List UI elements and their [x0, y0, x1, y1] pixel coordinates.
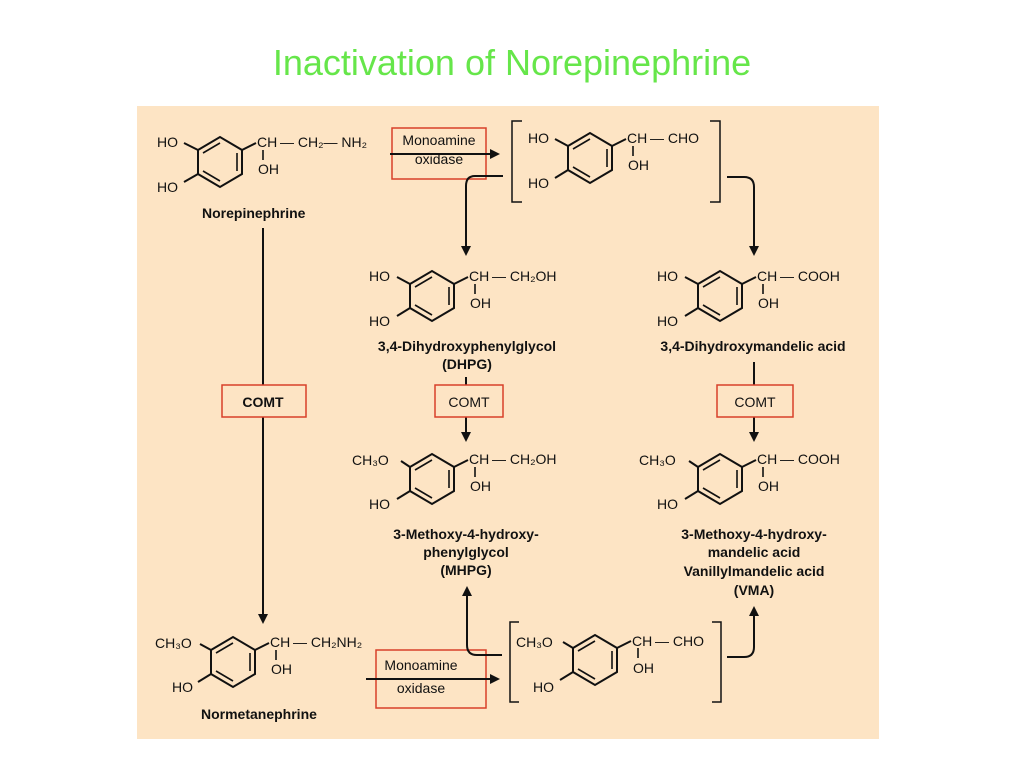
- ch-label: CH: [627, 130, 647, 146]
- dhpg-structure: HO HO CH — CH₂OH OH 3,4-Dihydroxyphenylg…: [369, 268, 557, 372]
- ho-label: HO: [369, 268, 390, 284]
- enzyme-comt-right: COMT: [716, 384, 794, 418]
- oh-label: OH: [258, 161, 279, 177]
- oh-label: OH: [628, 157, 649, 173]
- enzyme-label: Monoamine: [402, 132, 475, 148]
- ch3o-label: CH₃O: [639, 452, 676, 468]
- side-chain-label: — CH₂NH₂: [293, 634, 362, 650]
- oh-label: OH: [633, 660, 654, 676]
- aldehyde-intermediate-top: HO HO CH — CHO OH: [511, 120, 721, 203]
- ho-label: HO: [657, 496, 678, 512]
- enzyme-box: [716, 384, 794, 418]
- enzyme-label: COMT: [734, 394, 776, 410]
- bracket: [712, 621, 722, 703]
- ch-label: CH: [469, 451, 489, 467]
- ch3o-label: CH₃O: [516, 634, 553, 650]
- ho-label: HO: [157, 134, 178, 150]
- enzyme-box: [221, 384, 307, 418]
- norepinephrine-structure: HO HO CH — CH₂— NH₂ OH Norepinephrine: [157, 134, 367, 221]
- ho-label: HO: [657, 268, 678, 284]
- enzyme-box: [434, 384, 504, 418]
- enzyme-mao-top: Monoamine oxidase: [390, 127, 500, 180]
- compound-abbrev-vma: (VMA): [734, 582, 774, 598]
- ch-label: CH: [757, 451, 777, 467]
- enzyme-comt-left: COMT: [221, 384, 307, 418]
- reaction-arrow: [461, 175, 503, 256]
- side-chain-label: — CH₂OH: [492, 268, 557, 284]
- ch-label: CH: [469, 268, 489, 284]
- reaction-arrow: [462, 586, 502, 656]
- slide-title: Inactivation of Norepinephrine: [272, 42, 752, 83]
- compound-name-vma: Vanillylmandelic acid: [684, 563, 825, 579]
- side-chain-label: — CH₂— NH₂: [280, 134, 367, 150]
- oh-label: OH: [470, 478, 491, 494]
- ho-label: HO: [172, 679, 193, 695]
- oh-label: OH: [758, 478, 779, 494]
- ho-label: HO: [369, 496, 390, 512]
- ho-label: HO: [657, 313, 678, 329]
- reaction-arrow: [727, 606, 759, 658]
- compound-name-vma: 3-Methoxy-4-hydroxy-: [681, 526, 827, 542]
- ch-label: CH: [632, 633, 652, 649]
- ho-label: HO: [528, 130, 549, 146]
- compound-name-mhpg: phenylglycol: [423, 544, 509, 560]
- side-chain-label: — CH₂OH: [492, 451, 557, 467]
- ho-label: HO: [369, 313, 390, 329]
- normetanephrine-structure: CH₃O HO CH — CH₂NH₂ OH Normetanephrine: [155, 634, 362, 722]
- bracket: [710, 120, 721, 203]
- compound-abbrev-mhpg: (MHPG): [440, 562, 491, 578]
- side-chain-label: — COOH: [780, 451, 840, 467]
- side-chain-label: — CHO: [650, 130, 699, 146]
- compound-name-norepinephrine: Norepinephrine: [202, 205, 306, 221]
- enzyme-label: COMT: [448, 394, 490, 410]
- side-chain-label: — COOH: [780, 268, 840, 284]
- reaction-arrow: [727, 176, 759, 256]
- ho-label: HO: [528, 175, 549, 191]
- aldehyde-intermediate-bottom: CH₃O HO CH — CHO OH: [509, 621, 722, 703]
- enzyme-label: COMT: [242, 394, 284, 410]
- enzyme-label: oxidase: [397, 680, 445, 696]
- bracket: [509, 621, 519, 703]
- diagram-panel: [137, 106, 879, 739]
- compound-abbrev-dhpg: (DHPG): [442, 356, 492, 372]
- compound-name-normetanephrine: Normetanephrine: [201, 706, 317, 722]
- compound-name-dhma: 3,4-Dihydroxymandelic acid: [660, 338, 845, 354]
- ch3o-label: CH₃O: [155, 635, 192, 651]
- side-chain-label: — CHO: [655, 633, 704, 649]
- bracket: [511, 120, 522, 203]
- ho-label: HO: [533, 679, 554, 695]
- mhpg-structure: CH₃O HO CH — CH₂OH OH 3-Methoxy-4-hydrox…: [352, 451, 557, 578]
- oh-label: OH: [470, 295, 491, 311]
- ch-label: CH: [757, 268, 777, 284]
- ch-label: CH: [270, 634, 290, 650]
- oh-label: OH: [271, 661, 292, 677]
- oh-label: OH: [758, 295, 779, 311]
- enzyme-comt-middle: COMT: [434, 384, 504, 418]
- enzyme-mao-bottom: Monoamine oxidase: [366, 649, 500, 709]
- enzyme-label: Monoamine: [384, 657, 457, 673]
- dhma-structure: HO HO CH — COOH OH 3,4-Dihydroxymandelic…: [657, 268, 846, 354]
- ch-label: CH: [257, 134, 277, 150]
- ch3o-label: CH₃O: [352, 452, 389, 468]
- compound-name-dhpg: 3,4-Dihydroxyphenylglycol: [378, 338, 556, 354]
- vma-structure: CH₃O HO CH — COOH OH 3-Methoxy-4-hydroxy…: [639, 451, 840, 598]
- ho-label: HO: [157, 179, 178, 195]
- compound-name-vma: mandelic acid: [708, 544, 801, 560]
- compound-name-mhpg: 3-Methoxy-4-hydroxy-: [393, 526, 539, 542]
